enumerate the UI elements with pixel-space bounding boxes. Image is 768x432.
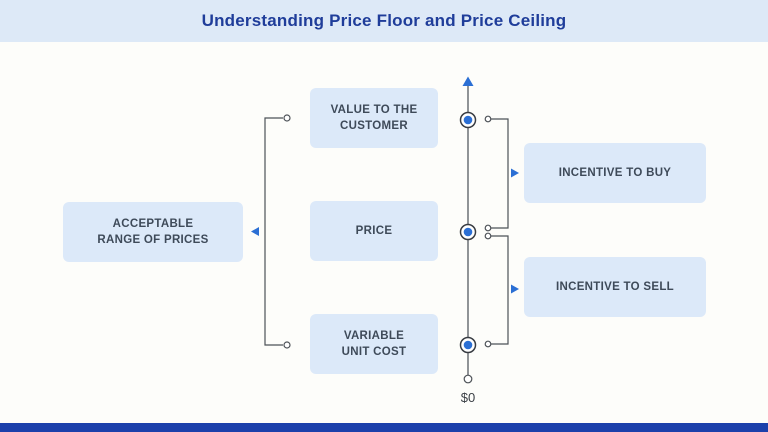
axis-node-cost	[459, 336, 477, 354]
incentive-to-buy-label: INCENTIVE TO BUY	[558, 166, 672, 179]
header-bar: Understanding Price Floor and Price Ceil…	[0, 0, 768, 42]
price-box: PRICE	[310, 201, 438, 261]
left-bracket-line	[264, 117, 283, 346]
incentive-to-sell-label: INCENTIVE TO SELL	[556, 280, 674, 293]
axis-node-value	[459, 111, 477, 129]
left-bracket-bottom-node-icon	[283, 341, 291, 349]
arrow-left-icon	[251, 227, 259, 236]
buy-bracket-top-node-icon	[484, 115, 492, 123]
footer-bar	[0, 423, 768, 432]
arrow-right-sell-icon	[511, 284, 519, 294]
acceptable-range-box: ACCEPTABLE RANGE OF PRICES	[63, 202, 243, 262]
value-to-customer-box: VALUE TO THE CUSTOMER	[310, 88, 438, 148]
buy-bracket-line	[491, 118, 509, 229]
page-title: Understanding Price Floor and Price Ceil…	[201, 11, 567, 30]
sell-bracket-top-node-icon	[484, 232, 492, 240]
value-to-customer-label-line2: CUSTOMER	[340, 120, 408, 132]
arrow-right-buy-icon	[511, 168, 519, 178]
axis-origin-label: $0	[460, 390, 476, 405]
incentive-to-buy-box: INCENTIVE TO BUY	[524, 143, 706, 203]
sell-bracket-bottom-node-icon	[484, 340, 492, 348]
axis-node-price	[459, 223, 477, 241]
variable-unit-cost-label-line2: UNIT COST	[341, 346, 407, 358]
variable-unit-cost-box: VARIABLE UNIT COST	[310, 314, 438, 374]
variable-unit-cost-label-line1: VARIABLE	[343, 329, 405, 342]
price-label: PRICE	[355, 224, 393, 237]
incentive-to-sell-box: INCENTIVE TO SELL	[524, 257, 706, 317]
left-bracket-top-node-icon	[283, 114, 291, 122]
axis-origin-node-icon	[463, 374, 473, 384]
value-to-customer-label-line1: VALUE TO THE	[330, 103, 418, 116]
acceptable-range-label-line2: RANGE OF PRICES	[97, 234, 209, 246]
sell-bracket-line	[491, 235, 509, 345]
acceptable-range-label-line1: ACCEPTABLE	[112, 217, 194, 230]
axis-arrow-up-icon	[462, 76, 474, 86]
buy-bracket-bottom-node-icon	[484, 224, 492, 232]
